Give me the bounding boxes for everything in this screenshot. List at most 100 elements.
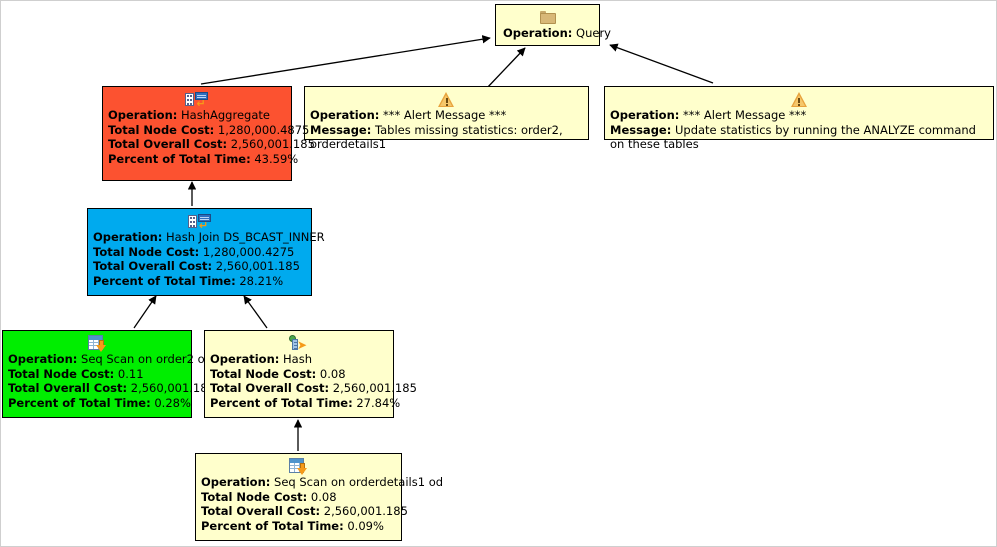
message-label: Message: bbox=[610, 122, 672, 137]
operation-label: Operation: bbox=[310, 108, 380, 122]
hash-percent-value: 27.84% bbox=[356, 395, 401, 410]
hash-percent-row: Percent of Total Time: 27.84% bbox=[210, 395, 400, 411]
percent-of-total-time-label: Percent of Total Time: bbox=[93, 273, 236, 288]
seq-scan-orderdetails1-icon-row bbox=[196, 454, 401, 475]
message-label: Message: bbox=[310, 122, 372, 137]
alert1-operation-row: Operation: *** Alert Message *** bbox=[310, 108, 583, 123]
hash-join-percent-row: Percent of Total Time: 28.21% bbox=[93, 274, 306, 289]
alert2-message-value: Update statistics by running the ANALYZE… bbox=[610, 122, 976, 152]
alert1-fields: Operation: *** Alert Message *** Message… bbox=[305, 108, 588, 156]
edge-alert2-to-query bbox=[609, 43, 714, 84]
alert1-icon-row bbox=[305, 87, 588, 108]
seq-scan-orderdetails1-operation-value: Seq Scan on orderdetails1 od bbox=[274, 475, 444, 489]
total-overall-cost-label: Total Overall Cost: bbox=[210, 381, 330, 395]
hash-aggregate-node-cost-row: Total Node Cost: 1,280,000.4875 bbox=[108, 122, 309, 138]
total-node-cost-label: Total Node Cost: bbox=[8, 366, 115, 381]
percent-of-total-time-label: Percent of Total Time: bbox=[210, 395, 353, 410]
hash-join-fields: Operation: Hash Join DS_BCAST_INNER Tota… bbox=[88, 230, 325, 292]
alert2-fields: Operation: *** Alert Message *** Message… bbox=[605, 108, 993, 156]
hash-overall-cost-value: 2,560,001.185 bbox=[332, 381, 417, 395]
warning-icon bbox=[438, 92, 455, 107]
hash-join-overall-cost-value: 2,560,001.185 bbox=[215, 259, 300, 273]
seq-scan-order2-percent-row: Percent of Total Time: 0.28% bbox=[8, 396, 191, 411]
hash-operation-row: Operation: Hash bbox=[210, 352, 388, 367]
operation-label: Operation: bbox=[201, 475, 271, 489]
hash-aggregate-percent-value: 43.59% bbox=[254, 151, 299, 166]
alert2-operation-row: Operation: *** Alert Message *** bbox=[610, 108, 988, 123]
seq-scan-orderdetails1-percent-row: Percent of Total Time: 0.09% bbox=[201, 519, 396, 534]
node-seq-scan-orderdetails1[interactable]: Operation: Seq Scan on orderdetails1 od … bbox=[195, 453, 443, 541]
hash-join-operation-row: Operation: Hash Join DS_BCAST_INNER bbox=[93, 230, 325, 245]
hash-join-icon-row: ↵ bbox=[88, 209, 311, 231]
total-node-cost-label: Total Node Cost: bbox=[108, 122, 215, 137]
seq-scan-orderdetails1-node-cost-value: 0.08 bbox=[310, 489, 337, 504]
seq-scan-order2-icon-row bbox=[3, 331, 191, 352]
seq-scan-orderdetails1-overall-cost-value: 2,560,001.185 bbox=[323, 504, 408, 518]
hash-node-cost-row: Total Node Cost: 0.08 bbox=[210, 367, 388, 382]
node-alert-message-2[interactable]: Operation: *** Alert Message *** Message… bbox=[604, 86, 994, 151]
seq-scan-order2-operation-row: Operation: Seq Scan on order2 o bbox=[8, 352, 205, 367]
total-overall-cost-label: Total Overall Cost: bbox=[93, 259, 213, 273]
folder-icon bbox=[539, 11, 556, 24]
node-hash-join[interactable]: ↵ Operation: Hash Join DS_BCAST_INNER To… bbox=[87, 208, 325, 296]
edge-hashaggregate-to-query bbox=[200, 35, 491, 85]
hash-join-node-cost-row: Total Node Cost: 1,280,000.4275 bbox=[93, 245, 306, 260]
operation-label: Operation: bbox=[93, 230, 163, 244]
seq-scan-order2-overall-cost-value: 2,560,001.185 bbox=[130, 381, 215, 395]
seq-scan-order2-fields: Operation: Seq Scan on order2 o Total No… bbox=[3, 352, 215, 414]
total-node-cost-label: Total Node Cost: bbox=[210, 366, 317, 381]
percent-of-total-time-label: Percent of Total Time: bbox=[108, 151, 251, 166]
hash-aggregate-operation-value: HashAggregate bbox=[181, 108, 270, 122]
seq-scan-order2-percent-value: 0.28% bbox=[154, 395, 191, 410]
hash-icon-row: ➤ bbox=[205, 331, 393, 352]
query-operation-value: Query bbox=[576, 26, 611, 40]
hash-aggregate-overall-cost-value: 2,560,001.185 bbox=[230, 137, 315, 151]
hash-icon: ➤ bbox=[289, 335, 309, 352]
seq-scan-orderdetails1-fields: Operation: Seq Scan on orderdetails1 od … bbox=[196, 475, 443, 537]
seq-scan-order2-overall-cost-row: Total Overall Cost: 2,560,001.185 bbox=[8, 381, 215, 396]
hash-join-percent-value: 28.21% bbox=[239, 273, 284, 288]
total-overall-cost-label: Total Overall Cost: bbox=[8, 381, 128, 395]
operation-label: Operation: bbox=[108, 108, 178, 122]
seq-scan-orderdetails1-node-cost-row: Total Node Cost: 0.08 bbox=[201, 490, 396, 505]
table-scan-icon bbox=[87, 335, 107, 352]
alert2-operation-value: *** Alert Message *** bbox=[683, 108, 807, 122]
hash-aggregate-fields: Operation: HashAggregate Total Node Cost… bbox=[103, 108, 315, 170]
hash-operation-value: Hash bbox=[283, 352, 313, 366]
alert2-icon-row bbox=[605, 87, 993, 108]
edge-alert1-to-query bbox=[485, 47, 526, 90]
hash-fields: Operation: Hash Total Node Cost: 0.08 To… bbox=[205, 352, 417, 414]
hash-aggregate-percent-row: Percent of Total Time: 43.59% bbox=[108, 151, 298, 167]
operation-label: Operation: bbox=[210, 352, 280, 366]
operation-label: Operation: bbox=[8, 352, 78, 366]
seq-scan-orderdetails1-operation-row: Operation: Seq Scan on orderdetails1 od bbox=[201, 475, 443, 490]
percent-of-total-time-label: Percent of Total Time: bbox=[201, 518, 344, 533]
node-query[interactable]: Operation: Query bbox=[495, 4, 611, 46]
edge-hash-to-hashjoin bbox=[243, 295, 268, 329]
query-fields: Operation: Query bbox=[496, 26, 611, 44]
query-icon-row bbox=[496, 5, 599, 26]
total-node-cost-label: Total Node Cost: bbox=[93, 244, 200, 259]
alert1-message-row: Message: Tables missing statistics: orde… bbox=[310, 123, 583, 152]
hash-aggregate-operation-row: Operation: HashAggregate bbox=[108, 108, 286, 123]
hash-join-operation-value: Hash Join DS_BCAST_INNER bbox=[166, 230, 325, 244]
hash-overall-cost-row: Total Overall Cost: 2,560,001.185 bbox=[210, 381, 417, 396]
table-scan-icon bbox=[289, 458, 308, 475]
node-hash[interactable]: ➤ Operation: Hash Total Node Cost: 0.08 … bbox=[204, 330, 417, 418]
join-icon: ↵ bbox=[187, 213, 212, 231]
hash-join-overall-cost-row: Total Overall Cost: 2,560,001.185 bbox=[93, 259, 306, 274]
node-hash-aggregate[interactable]: ↵ Operation: HashAggregate Total Node Co… bbox=[102, 86, 315, 181]
total-overall-cost-label: Total Overall Cost: bbox=[201, 504, 321, 518]
hash-aggregate-node-cost-value: 1,280,000.4875 bbox=[217, 122, 310, 137]
seq-scan-orderdetails1-percent-value: 0.09% bbox=[347, 518, 384, 533]
hash-aggregate-overall-cost-row: Total Overall Cost: 2,560,001.185 bbox=[108, 137, 315, 152]
alert1-operation-value: *** Alert Message *** bbox=[383, 108, 507, 122]
operation-label: Operation: bbox=[503, 26, 573, 40]
seq-scan-order2-node-cost-value: 0.11 bbox=[117, 366, 144, 381]
query-operation-row: Operation: Query bbox=[503, 26, 611, 41]
alert1-message-value: Tables missing statistics: order2, order… bbox=[310, 122, 563, 152]
node-alert-message-1[interactable]: Operation: *** Alert Message *** Message… bbox=[304, 86, 589, 151]
seq-scan-orderdetails1-overall-cost-row: Total Overall Cost: 2,560,001.185 bbox=[201, 504, 408, 519]
node-seq-scan-order2[interactable]: Operation: Seq Scan on order2 o Total No… bbox=[2, 330, 215, 418]
